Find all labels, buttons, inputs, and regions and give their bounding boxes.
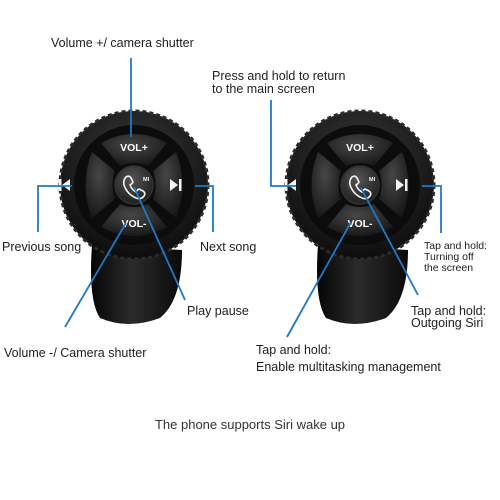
callout-return-main	[270, 100, 296, 187]
label-turn-off-line2: Turning off	[424, 251, 474, 263]
vol-minus-label: VOL-	[121, 218, 147, 230]
vol-plus-label: VOL+	[346, 142, 374, 154]
left-vol-minus-pad[interactable]	[101, 204, 167, 236]
label-return-line1: Press and hold to return	[212, 69, 346, 83]
label-siri-line1: Tap and hold:	[411, 304, 487, 318]
right-center-button[interactable]	[340, 165, 380, 205]
label-next-song: Next song	[200, 240, 257, 254]
left-remote: MI VOL+ VOL-	[58, 109, 210, 324]
right-prev-pad[interactable]	[311, 152, 342, 218]
label-multi-line1: Tap and hold:	[256, 343, 332, 357]
right-remote: MI VOL+ VOL-	[284, 109, 436, 324]
next-track-icon	[396, 179, 404, 191]
label-multi-line2: Enable multitasking management	[256, 360, 441, 374]
right-vol-minus-pad[interactable]	[327, 204, 393, 236]
callout-lines	[37, 58, 442, 338]
label-previous-song: Previous song	[2, 240, 82, 254]
label-volume-plus: Volume +/ camera shutter	[51, 36, 194, 50]
vol-plus-label: VOL+	[120, 142, 148, 154]
callout-next-song	[195, 185, 214, 232]
left-remote-strap	[91, 245, 182, 324]
left-prev-pad[interactable]	[85, 152, 116, 218]
caption: The phone supports Siri wake up	[154, 417, 346, 432]
left-next-pad[interactable]	[153, 152, 183, 218]
next-track-icon	[170, 179, 178, 191]
vol-minus-label: VOL-	[347, 218, 373, 230]
label-siri-line2: Outgoing Siri	[411, 316, 484, 330]
label-return-line2: to the main screen	[212, 82, 315, 96]
previous-track-icon	[288, 179, 296, 191]
callout-volume-minus	[64, 222, 127, 328]
callout-play-pause	[133, 186, 186, 301]
right-remote-strap	[317, 245, 408, 324]
left-center-button[interactable]	[114, 165, 154, 205]
right-next-pad[interactable]	[379, 152, 409, 218]
label-play-pause: Play pause	[187, 304, 249, 318]
right-vol-plus-pad[interactable]	[327, 134, 393, 166]
label-turn-off-line1: Tap and hold:	[424, 240, 488, 252]
callout-previous-song	[37, 185, 72, 232]
callout-outgoing-siri	[360, 187, 419, 296]
phone-call-icon	[348, 175, 372, 200]
center-badge: MI	[143, 177, 150, 183]
label-turn-off-line3: the screen	[424, 262, 474, 274]
phone-call-icon	[122, 175, 146, 200]
callout-turn-off	[422, 185, 442, 233]
label-volume-minus: Volume -/ Camera shutter	[4, 346, 147, 360]
previous-track-icon	[62, 179, 70, 191]
left-vol-plus-pad[interactable]	[101, 134, 167, 166]
center-badge: MI	[369, 177, 376, 183]
callout-multitasking	[286, 221, 352, 338]
